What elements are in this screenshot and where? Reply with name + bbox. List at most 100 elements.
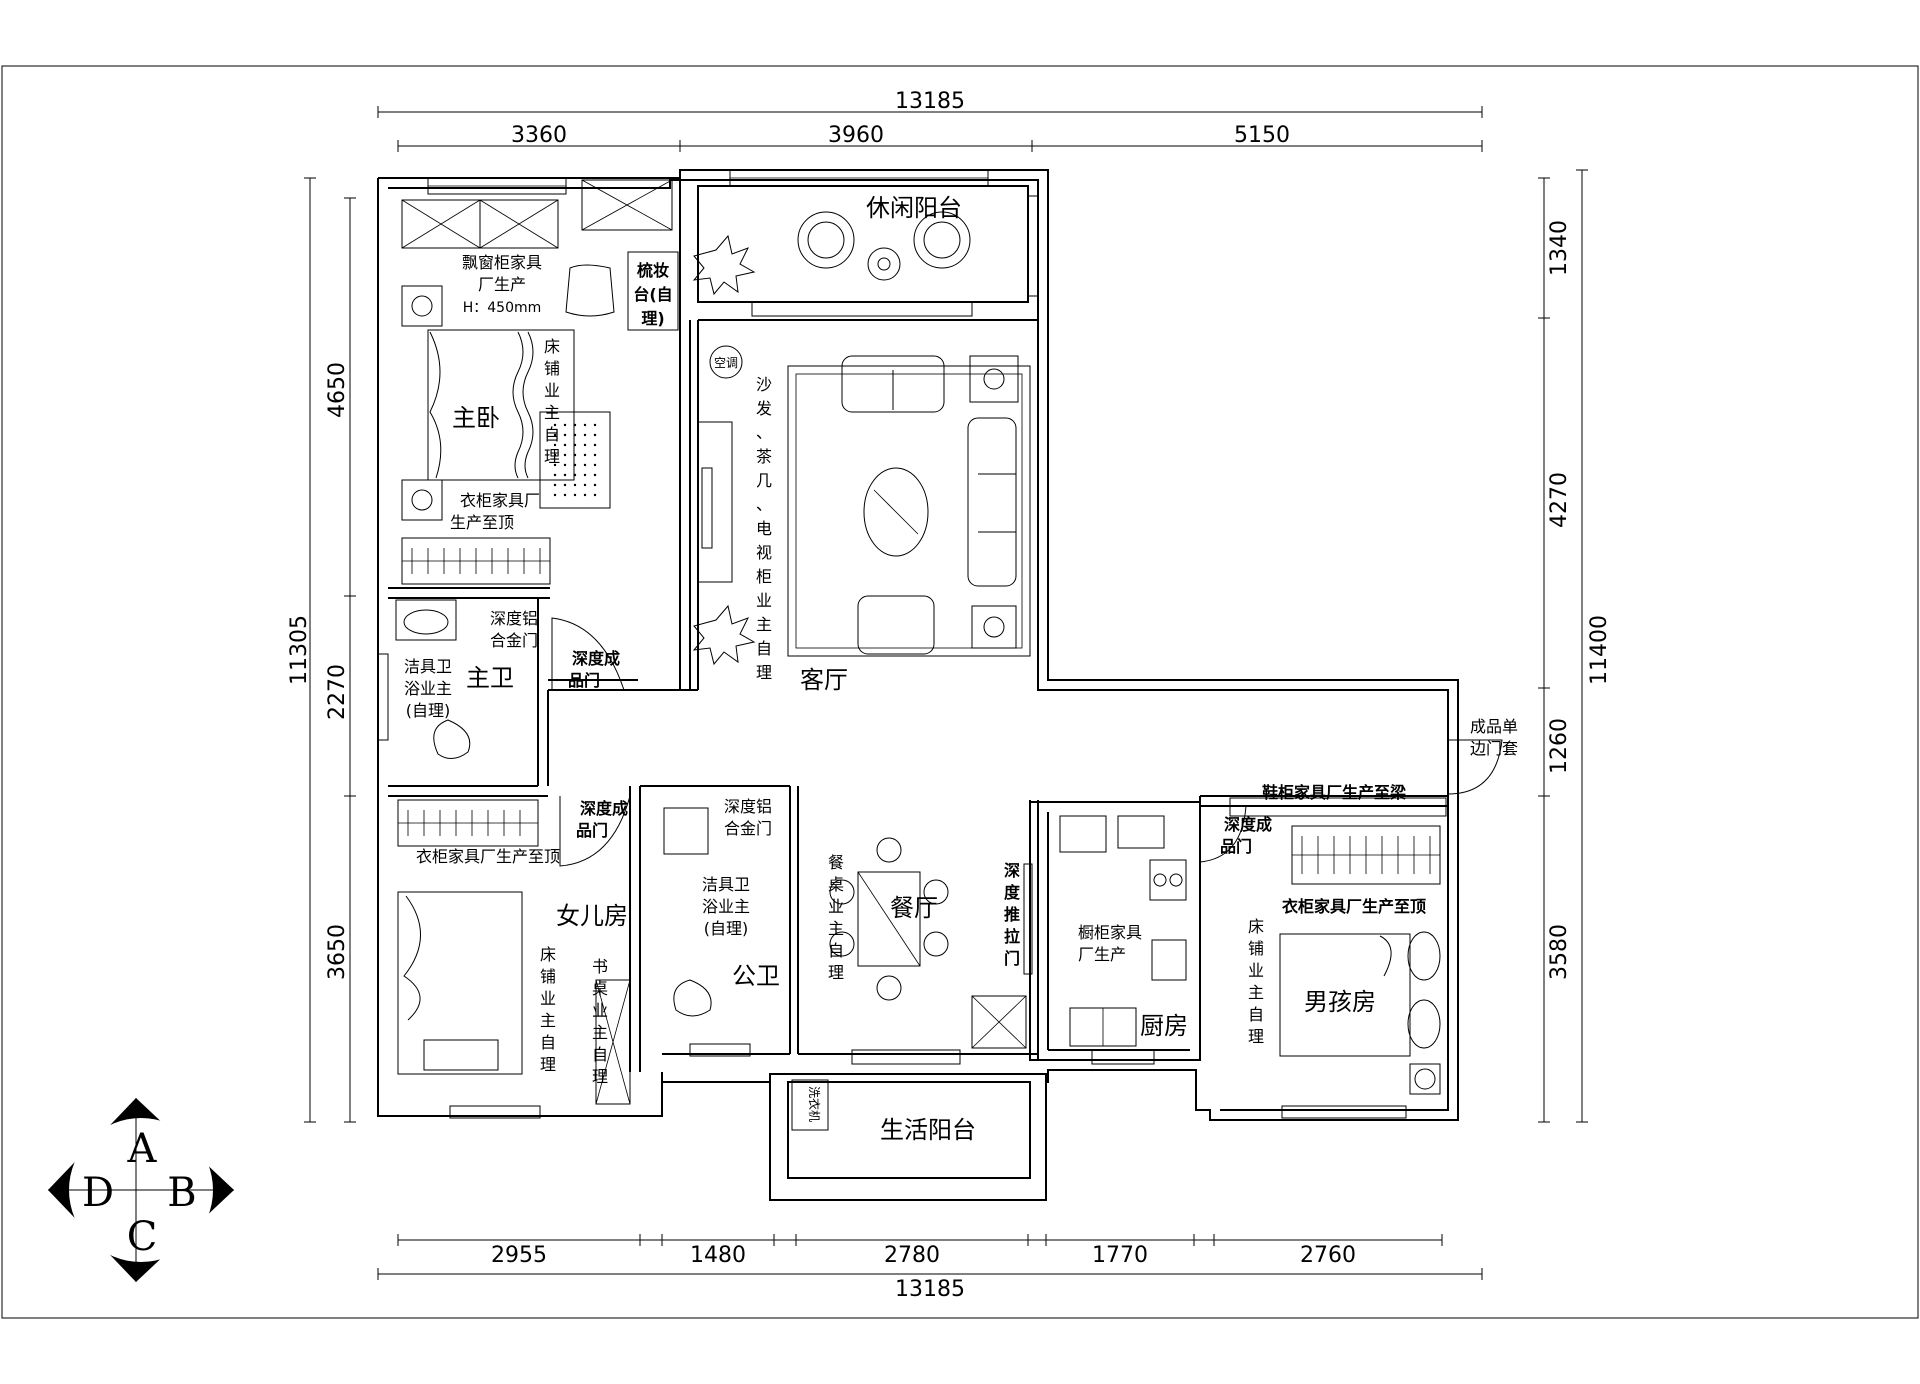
svg-text:边门套: 边门套 [1470, 739, 1518, 758]
svg-text:品门: 品门 [576, 821, 608, 840]
note-shoe-cabinet: 鞋柜家具厂生产至梁 [1262, 783, 1407, 802]
dim-bottom-2: 1480 [690, 1243, 746, 1268]
dim-left-2: 2270 [325, 664, 350, 720]
bay-window-cabinet [401, 179, 673, 249]
svg-text:业: 业 [756, 591, 772, 610]
note-bay-window: 飘窗柜家具 厂生产 H：450mm [462, 253, 542, 316]
note-door-boy: 深度成 品门 [1220, 815, 1272, 856]
note-bed-daughter: 床 铺 业 主 自 理 [540, 945, 556, 1074]
svg-text:深度成: 深度成 [580, 799, 628, 818]
svg-text:台(自: 台(自 [633, 285, 672, 304]
svg-text:理: 理 [828, 963, 844, 982]
svg-text:业: 业 [592, 1001, 608, 1020]
dim-bottom-1: 2955 [491, 1243, 547, 1268]
svg-text:柜: 柜 [756, 567, 772, 586]
svg-text:橱柜家具: 橱柜家具 [1078, 923, 1142, 942]
svg-text:浴业主: 浴业主 [702, 897, 750, 916]
note-dining-table: 餐 桌 业 主 自 理 [828, 853, 844, 982]
ac-icon [709, 345, 743, 379]
washer-label: 洗衣机 [807, 1086, 822, 1122]
drawing-frame [1, 65, 1919, 1319]
svg-text:深度铝: 深度铝 [724, 797, 772, 816]
svg-text:桌: 桌 [828, 875, 844, 894]
room-boy: 男孩房 [1304, 988, 1376, 1016]
svg-text:床: 床 [544, 337, 560, 356]
nightstand-icons [401, 285, 443, 521]
svg-text:深: 深 [1004, 861, 1020, 880]
corner-cabinet [971, 995, 1027, 1049]
dim-top-total: 13185 [895, 89, 965, 114]
dresser-chair-icon [565, 264, 615, 317]
note-cabinet: 橱柜家具 厂生产 [1078, 923, 1142, 964]
note-master-bath-fixtures: 洁具卫 浴业主 (自理) [404, 657, 452, 720]
svg-text:拉: 拉 [1004, 927, 1020, 946]
svg-text:铺: 铺 [540, 967, 556, 986]
svg-text:(自理): (自理) [704, 919, 749, 938]
svg-text:铺: 铺 [544, 359, 560, 378]
shoe-cabinet [1229, 797, 1447, 817]
note-bed-master: 床 铺 业 主 自 理 [544, 337, 560, 466]
dim-bottom-4: 1770 [1092, 1243, 1148, 1268]
svg-text:几: 几 [756, 471, 772, 490]
svg-text:成品单: 成品单 [1470, 717, 1518, 736]
dim-left-3: 3650 [325, 924, 350, 980]
svg-text:自: 自 [592, 1045, 608, 1064]
note-desk: 书 桌 业 主 自 理 [592, 957, 608, 1086]
svg-text:、: 、 [756, 423, 772, 442]
daughter-bed [397, 891, 523, 1075]
svg-text:洁具卫: 洁具卫 [702, 875, 750, 894]
dim-left-1: 4650 [325, 362, 350, 418]
svg-text:厂生产: 厂生产 [1078, 945, 1126, 964]
svg-text:理: 理 [540, 1055, 556, 1074]
svg-text:电: 电 [756, 519, 772, 538]
note-living-furniture: 沙 发 、 茶 几 、 电 视 柜 业 主 自 理 [756, 375, 772, 682]
svg-text:洁具卫: 洁具卫 [404, 657, 452, 676]
note-bed-boy: 床 铺 业 主 自 理 [1248, 917, 1264, 1046]
dim-right-total: 11400 [1587, 615, 1612, 685]
logo-c: C [127, 1214, 158, 1260]
windows [377, 169, 1407, 1119]
svg-text:业: 业 [828, 897, 844, 916]
logo-b: B [167, 1170, 196, 1216]
svg-text:发: 发 [756, 399, 772, 418]
svg-text:主: 主 [540, 1011, 556, 1030]
svg-text:理: 理 [592, 1067, 608, 1086]
svg-text:衣柜家具厂: 衣柜家具厂 [460, 491, 540, 510]
room-living: 客厅 [800, 666, 848, 694]
svg-text:自: 自 [544, 425, 560, 444]
svg-text:视: 视 [756, 543, 772, 562]
svg-text:自: 自 [540, 1033, 556, 1052]
svg-text:、: 、 [756, 495, 772, 514]
note-sliding-door: 深 度 推 拉 门 [1004, 861, 1021, 968]
svg-text:品门: 品门 [1220, 837, 1252, 856]
dimension-lines-left [304, 177, 356, 1123]
note-wardrobe-master: 衣柜家具厂 生产至顶 [450, 491, 540, 532]
svg-text:深度成: 深度成 [1224, 815, 1272, 834]
svg-text:主: 主 [1248, 983, 1264, 1002]
svg-text:品门: 品门 [568, 671, 600, 690]
dim-top-2: 3960 [828, 123, 884, 148]
dim-right-2: 4270 [1547, 472, 1572, 528]
room-master-bath: 主卫 [466, 664, 514, 692]
plant-icons [692, 234, 756, 666]
dimension-lines-top [377, 106, 1483, 152]
dim-bottom-3: 2780 [884, 1243, 940, 1268]
logo-d: D [82, 1170, 114, 1216]
dim-top-1: 3360 [511, 123, 567, 148]
dim-top-3: 5150 [1234, 123, 1290, 148]
svg-text:自: 自 [756, 639, 772, 658]
dimension-lines-bottom [377, 1234, 1483, 1280]
logo-a: A [127, 1126, 158, 1172]
note-wardrobe-boy: 衣柜家具厂生产至顶 [1282, 897, 1426, 916]
svg-text:H：450mm: H：450mm [463, 300, 542, 316]
room-kitchen: 厨房 [1140, 1012, 1188, 1040]
svg-text:合金门: 合金门 [724, 819, 772, 838]
svg-text:自: 自 [828, 941, 844, 960]
room-public-bath: 公卫 [732, 962, 780, 990]
svg-text:主: 主 [756, 615, 772, 634]
boy-wardrobe [1291, 825, 1441, 885]
living-rug [787, 365, 1031, 657]
desk-icon [595, 979, 631, 1105]
svg-text:厂生产: 厂生产 [478, 275, 526, 294]
svg-text:自: 自 [1248, 1005, 1264, 1024]
